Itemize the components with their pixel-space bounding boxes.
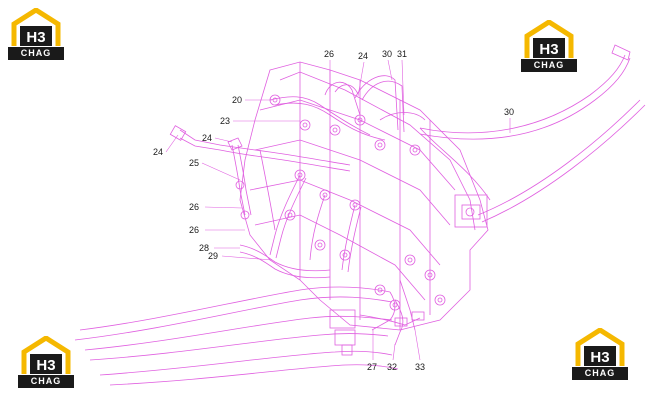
callout-23: 23	[220, 116, 230, 126]
logo-mark: H3	[539, 41, 558, 58]
callout-28: 28	[199, 243, 209, 253]
logo-text: CHAG	[521, 59, 577, 72]
brand-logo-bottom-left: H3 CHAG	[18, 336, 74, 388]
logo-mark-icon: H3	[11, 8, 61, 46]
brand-logo-top-right: H3 CHAG	[521, 20, 577, 72]
callout-31: 31	[397, 49, 407, 59]
callout-26-lower: 26	[189, 225, 199, 235]
logo-mark-icon: H3	[21, 336, 71, 374]
brand-logo-top-left: H3 CHAG	[8, 8, 64, 60]
logo-text: CHAG	[572, 367, 628, 380]
callout-27: 27	[367, 362, 377, 372]
callout-26-top: 26	[324, 49, 334, 59]
callout-30-right: 30	[504, 107, 514, 117]
callout-33: 33	[415, 362, 425, 372]
logo-mark-icon: H3	[524, 20, 574, 58]
callout-26-upper: 26	[189, 202, 199, 212]
callout-20: 20	[232, 95, 242, 105]
brand-logo-bottom-right: H3 CHAG	[572, 328, 628, 380]
assembly-linework	[74, 44, 646, 386]
leader-lines	[165, 59, 511, 361]
logo-mark: H3	[26, 29, 45, 46]
callout-32: 32	[387, 362, 397, 372]
logo-mark-icon: H3	[575, 328, 625, 366]
callout-24-lower: 24	[153, 147, 163, 157]
logo-mark: H3	[36, 357, 55, 374]
callout-labels: 20 23 24 24 25 26 26 28 29 26 24 30 31 3…	[153, 49, 514, 372]
logo-mark: H3	[590, 349, 609, 366]
callout-29: 29	[208, 251, 218, 261]
callout-24-top: 24	[358, 51, 368, 61]
logo-text: CHAG	[18, 375, 74, 388]
callout-24-upper: 24	[202, 133, 212, 143]
callout-30-top: 30	[382, 49, 392, 59]
logo-text: CHAG	[8, 47, 64, 60]
callout-25: 25	[189, 158, 199, 168]
